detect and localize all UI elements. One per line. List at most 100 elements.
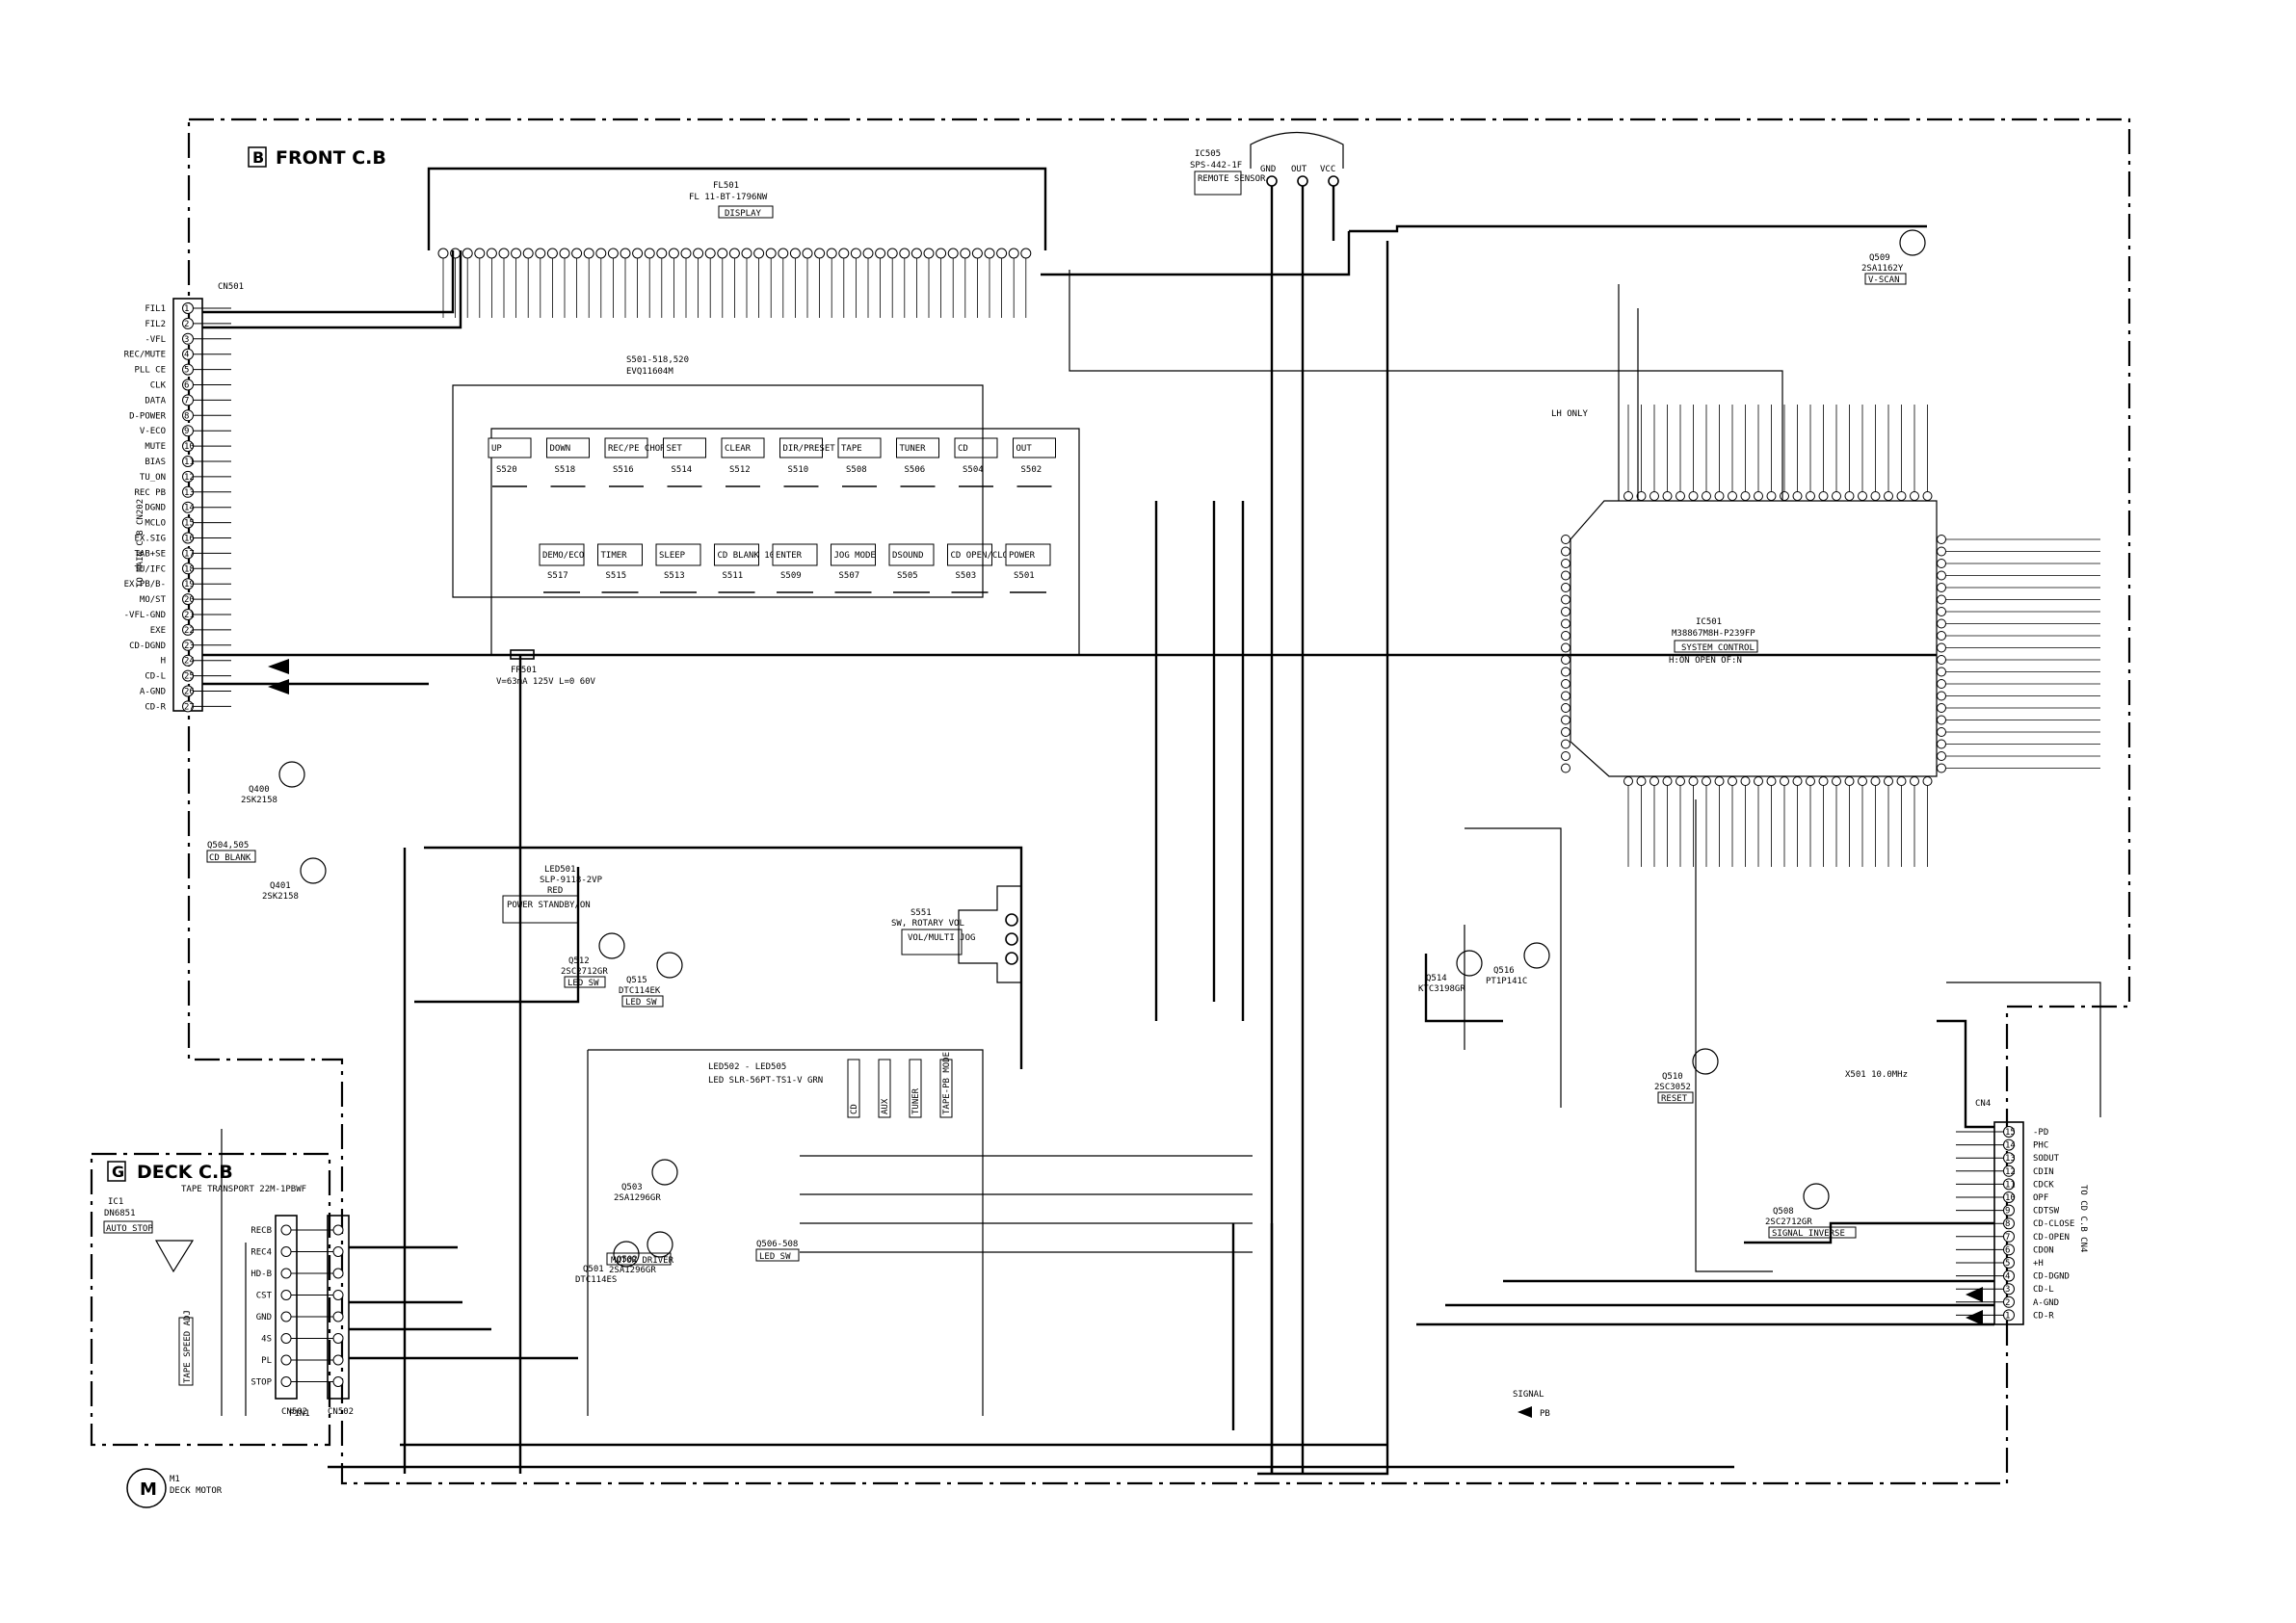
cn501-pin-label: FIL1 <box>145 304 166 314</box>
wiring <box>202 224 2101 1476</box>
cn4-pin <box>2003 1270 2015 1282</box>
cn501-pin-label: TU_ON <box>140 473 166 483</box>
cn4-pin-number: 7 <box>2005 1233 2010 1243</box>
key-ref: S509 <box>780 571 802 581</box>
mcu-pin <box>1937 715 1946 725</box>
cn4-pin <box>2003 1257 2015 1269</box>
svg-text:Q504,505: Q504,505 <box>207 841 249 851</box>
cn502-pin <box>280 1290 292 1300</box>
svg-text:VCC: VCC <box>1320 165 1335 174</box>
cn501-pin-label: -VFL <box>145 335 166 345</box>
cn4-pin-label: CD-CLOSE <box>2033 1219 2074 1229</box>
display-pin <box>437 248 449 259</box>
cn501-pin-number: 6 <box>184 381 189 391</box>
mcu-pin <box>1937 570 1946 581</box>
transistor-symbol <box>613 1241 640 1268</box>
display-fl501: FL501 FL 11-BT-1796NW DISPLAY <box>427 167 1047 318</box>
cn501-pin-number: 15 <box>184 519 195 529</box>
cn501-pin-label: REC PB <box>134 488 166 498</box>
svg-text:SIGNAL: SIGNAL <box>1513 1390 1544 1400</box>
key-matrix: S501-518,520 EVQ11604M UPS520DOWNS518REC… <box>488 355 1080 656</box>
key-label-box <box>539 543 585 566</box>
transistor-symbol <box>1803 1183 1830 1210</box>
key-ref: S504 <box>963 465 984 475</box>
cn501-pin <box>182 516 194 529</box>
key-ref: S516 <box>613 465 634 475</box>
led502-block: LED502 - LED505 LED SLR-56PT-TS1-V GRN C… <box>708 1052 953 1118</box>
mcu-pin <box>1561 535 1570 544</box>
display-pin <box>535 248 546 259</box>
mcu-pin <box>1937 691 1946 701</box>
cn501-pin-label: -VFL-GND <box>124 611 166 620</box>
cn4-pin-number: 15 <box>2005 1128 2016 1138</box>
cn501-pin-label: EX.PB/B- <box>124 580 166 589</box>
transistor-part: 2SK2158 <box>262 892 299 902</box>
cn501-pin <box>182 317 194 329</box>
cn4-pin-label: CD-R <box>2033 1311 2054 1321</box>
cn501-pin <box>182 456 194 467</box>
mcu-pin <box>1870 491 1881 501</box>
mcu-pin <box>1937 559 1946 568</box>
signal-arrows <box>268 659 1983 1325</box>
transistor-name-box <box>621 995 664 1008</box>
key-label-box <box>714 543 759 566</box>
display-pin <box>960 248 971 259</box>
cn4-pin-number: 6 <box>2005 1245 2010 1255</box>
mcu-pin <box>1780 776 1789 786</box>
led-name: TAPE-PB MODE <box>942 1052 952 1114</box>
key-label: CD BLANK 10/POS <box>718 551 796 561</box>
key-ref: S518 <box>555 465 576 475</box>
mcu-pin <box>1937 655 1946 665</box>
cn501-pin <box>182 654 194 667</box>
display-pin <box>862 248 874 259</box>
mcu-pin <box>1818 491 1829 501</box>
cn4-pin-label: CD-DGND <box>2033 1272 2070 1282</box>
mcu-pin <box>1649 491 1659 501</box>
transistor-name: RESET <box>1661 1094 1688 1104</box>
svg-text:M1: M1 <box>170 1475 180 1484</box>
key-ref: S503 <box>956 571 977 581</box>
cn501-pin-label: REC/MUTE <box>124 351 166 360</box>
front-board-outline <box>187 118 2131 1485</box>
crystal-x501: X501 10.0MHz <box>1845 1070 1908 1080</box>
cn4-pin <box>2003 1152 2015 1165</box>
transistor-part: 2SA1162Y <box>1861 264 1904 274</box>
transistor-part: 2SC3052 <box>1654 1083 1691 1092</box>
svg-text:EVQ11604M: EVQ11604M <box>626 367 673 377</box>
cn502-pin <box>280 1246 292 1257</box>
cn4-pin <box>2003 1243 2015 1256</box>
display-pin <box>474 248 486 259</box>
svg-text:DN6851: DN6851 <box>104 1209 136 1218</box>
key-label-box <box>721 437 765 458</box>
mcu-pin <box>1937 727 1946 737</box>
cn502-pin-label: PL <box>261 1356 272 1366</box>
mcu-pin <box>1561 739 1570 749</box>
cn4-pin-label: CD-OPEN <box>2033 1233 2070 1243</box>
svg-text:CD BLANK: CD BLANK <box>209 853 251 863</box>
cn4-pin <box>2003 1309 2015 1322</box>
cn501-pin-number: 22 <box>184 626 195 636</box>
transistor-symbol <box>656 952 683 979</box>
misc-labels: Q504,505 CD BLANK Q506-508 LED SW MOTOR … <box>206 409 1589 1266</box>
mcu-ic501: IC501 M38867M8H-P239FP SYSTEM CONTROL H:… <box>1561 405 2100 867</box>
cn4-pin-label: CDON <box>2033 1245 2054 1255</box>
svg-text:TAPE TRANSPORT 22M-1PBWF: TAPE TRANSPORT 22M-1PBWF <box>181 1185 306 1194</box>
cn502-pin <box>332 1290 344 1300</box>
svg-text:CN502: CN502 <box>328 1407 354 1417</box>
mcu-pin <box>1561 583 1570 592</box>
cn501-pin <box>182 425 194 437</box>
key-label: CD <box>958 444 968 454</box>
transistor-part: PT1P141C <box>1486 977 1527 986</box>
svg-text:SPS-442-1F: SPS-442-1F <box>1190 161 1242 170</box>
svg-text:CN4: CN4 <box>1975 1099 1991 1109</box>
key-label-box <box>896 437 939 458</box>
svg-text:FRONT C.B: FRONT C.B <box>276 147 386 169</box>
transistor-part: 2SA1296GR <box>614 1193 661 1203</box>
svg-text:SYSTEM CONTROL: SYSTEM CONTROL <box>1681 643 1755 653</box>
mcu-pin <box>1688 776 1699 786</box>
key-ref: S513 <box>664 571 685 581</box>
cn501-pin-number: 10 <box>184 442 195 452</box>
cn501-pin-number: 1 <box>184 304 189 314</box>
mcu-pin <box>1766 776 1777 786</box>
